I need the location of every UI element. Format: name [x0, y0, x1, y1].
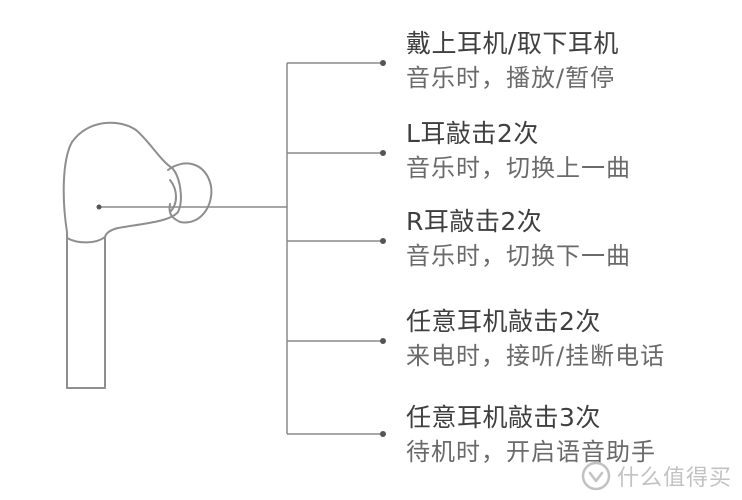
- gesture-item-2: L耳敲击2次 音乐时，切换上一曲: [406, 118, 631, 184]
- gesture-item-1: 戴上耳机/取下耳机 音乐时，播放/暂停: [406, 28, 619, 94]
- watermark-text: 什么值得买: [616, 466, 732, 491]
- bracket-dot-1: [380, 60, 386, 66]
- gesture-result: 音乐时，切换上一曲: [406, 154, 631, 182]
- gesture-action: 戴上耳机/取下耳机: [406, 29, 619, 58]
- gesture-item-5: 任意耳机敲击3次 待机时，开启语音助手: [406, 402, 656, 468]
- gesture-result: 音乐时，切换下一曲: [406, 242, 631, 270]
- gesture-item-4: 任意耳机敲击2次 来电时，接听/挂断电话: [406, 306, 665, 372]
- earbud-pointer-dot: [96, 204, 102, 210]
- earbud-eartip: [167, 162, 213, 224]
- bracket-dot-3: [380, 238, 386, 244]
- smzdm-logo-icon: [581, 461, 611, 491]
- gesture-action: 任意耳机敲击2次: [406, 307, 601, 336]
- gesture-action: R耳敲击2次: [406, 207, 543, 236]
- bracket-dot-2: [380, 150, 386, 156]
- gesture-action: L耳敲击2次: [406, 119, 539, 148]
- gesture-result: 来电时，接听/挂断电话: [406, 342, 666, 370]
- watermark: 什么值得买: [581, 460, 732, 492]
- connector-dots: [380, 60, 386, 437]
- gesture-action: 任意耳机敲击3次: [406, 403, 601, 432]
- earbud-eartip-inner: [169, 179, 177, 213]
- bracket-dot-5: [380, 431, 386, 437]
- bracket-dot-4: [380, 338, 386, 344]
- earbud-illustration: [62, 121, 288, 389]
- earbud-body-outline: [62, 121, 182, 389]
- earbud-stem-inner-curve: [66, 236, 106, 244]
- gesture-result: 待机时，开启语音助手: [406, 438, 656, 466]
- gesture-item-3: R耳敲击2次 音乐时，切换下一曲: [406, 206, 631, 272]
- gesture-result: 音乐时，播放/暂停: [406, 64, 616, 92]
- connector-bracket: [286, 62, 383, 435]
